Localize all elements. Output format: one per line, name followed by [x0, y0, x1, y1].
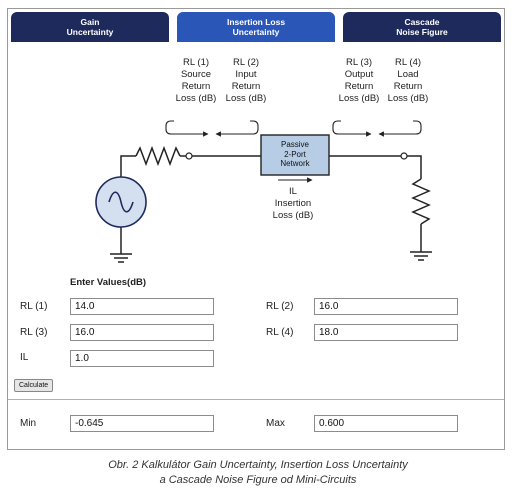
- rl4-input[interactable]: [314, 324, 458, 341]
- source-branch: [95, 145, 261, 263]
- min-output[interactable]: [70, 415, 214, 432]
- rl3-rl4-reflection-arrows: [332, 120, 422, 137]
- max-field-label: Max: [266, 418, 285, 429]
- passive-network-box: [260, 134, 330, 176]
- il-field-label: IL: [20, 352, 29, 363]
- tab-label: Noise Figure: [396, 27, 448, 37]
- enter-values-title: Enter Values(dB): [70, 277, 147, 288]
- min-field-label: Min: [20, 418, 37, 429]
- tab-label: Gain: [80, 17, 100, 27]
- rl1-rl2-reflection-arrows: [165, 120, 259, 137]
- figure-caption: Obr. 2 Kalkulátor Gain Uncertainty, Inse…: [0, 458, 516, 488]
- results-divider: [8, 399, 504, 400]
- rl4-field-label: RL (4): [266, 327, 294, 338]
- tab-bar: Gain Uncertainty Insertion Loss Uncertai…: [11, 12, 501, 42]
- tab-gain-uncertainty[interactable]: Gain Uncertainty: [11, 12, 169, 42]
- rl3-field-label: RL (3): [20, 327, 48, 338]
- tab-label: Insertion Loss: [226, 17, 286, 27]
- rl3-input[interactable]: [70, 324, 214, 341]
- il-input[interactable]: [70, 350, 214, 367]
- rl1-field-label: RL (1): [20, 301, 48, 312]
- tab-label: Uncertainty: [232, 27, 280, 37]
- circuit-schematic: [95, 120, 432, 263]
- rl1-input[interactable]: [70, 298, 214, 315]
- rl2-input[interactable]: [314, 298, 458, 315]
- tab-label: Uncertainty: [66, 27, 114, 37]
- rl2-field-label: RL (2): [266, 301, 294, 312]
- tab-insertion-loss-uncertainty[interactable]: Insertion Loss Uncertainty: [177, 12, 335, 42]
- calculator-frame: Gain Uncertainty Insertion Loss Uncertai…: [7, 8, 505, 450]
- caption-line: Obr. 2 Kalkulátor Gain Uncertainty, Inse…: [108, 459, 408, 471]
- tab-label: Cascade: [404, 17, 440, 27]
- max-output[interactable]: [314, 415, 458, 432]
- load-branch: [329, 152, 432, 261]
- calculate-button[interactable]: Calculate: [14, 379, 54, 392]
- caption-line: a Cascade Noise Figure od Mini-Circuits: [159, 474, 357, 486]
- tab-cascade-noise-figure[interactable]: Cascade Noise Figure: [343, 12, 501, 42]
